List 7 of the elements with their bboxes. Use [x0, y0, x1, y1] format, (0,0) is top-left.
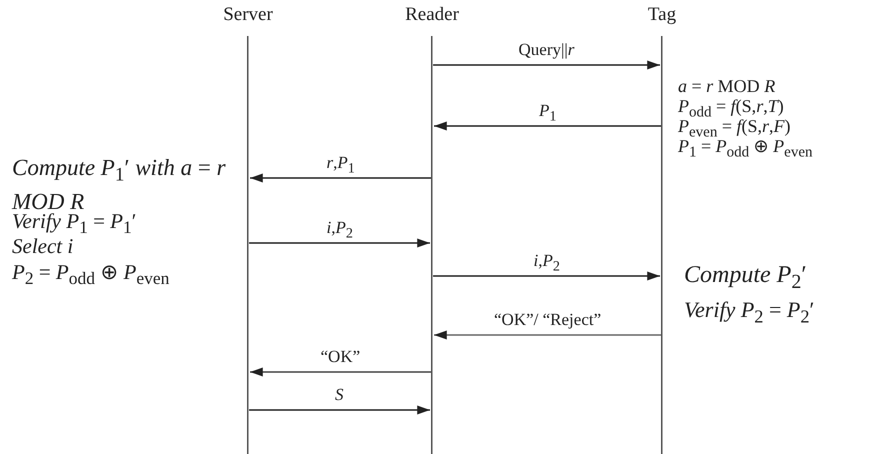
note-text: a = r MOD R	[678, 76, 776, 96]
note-text: P$_{2}$ = P$_{odd}$ ⊕ P$_{even}$	[12, 262, 170, 288]
note-text: Verify P$_{1}$ = P$_{1}$′	[12, 211, 136, 238]
note-text: Compute P$_{1}$′ with a = r MOD R	[12, 155, 227, 214]
note-text: Verify P$_{2}$ = P$_{2}$′	[684, 300, 814, 326]
note-text: Select i	[12, 236, 74, 256]
note-text: Compute P$_{2}$′	[684, 265, 807, 292]
